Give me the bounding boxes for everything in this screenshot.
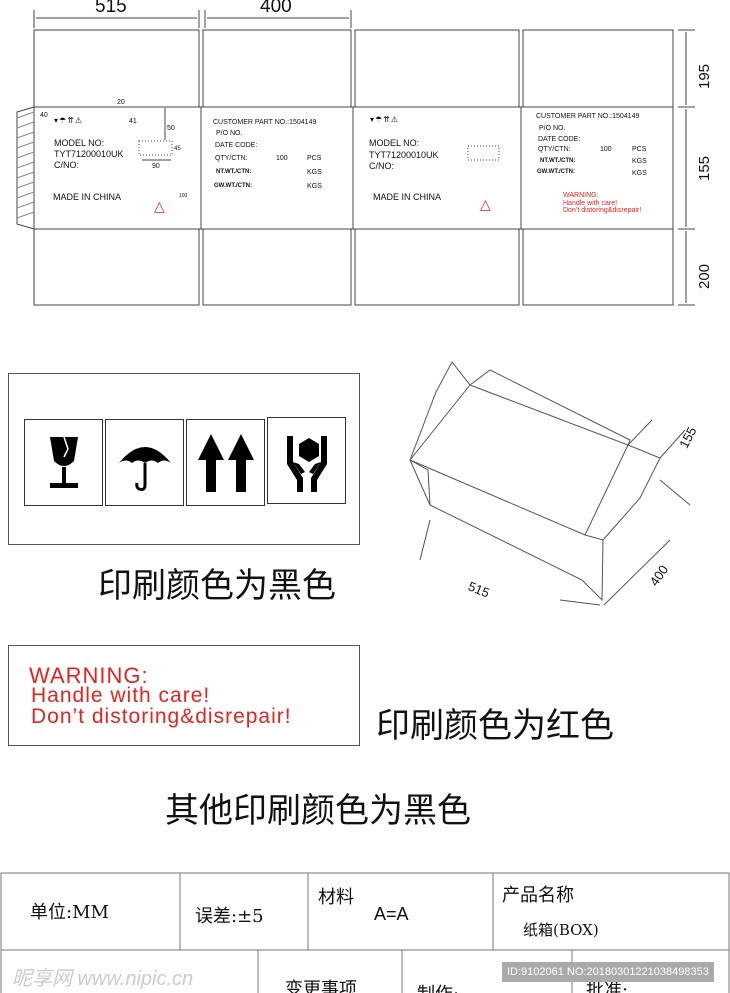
customer-part: CUSTOMER PART NO.:1504149 (213, 119, 317, 126)
dim-50: 50 (167, 125, 175, 132)
gw-unit-2: KGS (632, 170, 647, 177)
recycle-cb-icon-2: △ (480, 196, 491, 212)
warning-small-title: WARNING: (563, 192, 599, 199)
recycle-cb-icon: △ (154, 198, 165, 214)
date-code-2: DATE CODE: (538, 136, 581, 143)
warning-small-line2: Don’t distoring&disrepair! (563, 207, 642, 214)
gw-label: GW.WT./CTN: (214, 183, 252, 189)
mini-icons: ▾☂⇈⚠ (54, 116, 84, 125)
warning-title: WARNING: (29, 663, 149, 688)
qty-label: QTY/CTN: (215, 155, 248, 162)
dim-90: 90 (152, 163, 160, 170)
dim-400: 400 (260, 0, 292, 17)
this-way-up-arrows-icon (186, 419, 265, 506)
handle-with-care-icon (267, 417, 346, 504)
dim-515: 515 (95, 0, 127, 17)
qty-value-2: 100 (600, 146, 612, 153)
origin-2: MADE IN CHINA (373, 192, 442, 202)
black-print-note: 印刷颜色为黑色 (98, 566, 336, 606)
gw-unit: KGS (307, 183, 322, 190)
customer-part-2: CUSTOMER PART NO.:1504149 (536, 113, 640, 120)
nt-unit: KGS (307, 169, 322, 176)
watermark-id: ID:9102061 NO:20180301221038498353 (502, 962, 714, 982)
po-label-2: P/O NO. (539, 125, 566, 132)
qty-value: 100 (276, 155, 288, 162)
qty-unit-2: PCS (632, 146, 647, 153)
product-value: 纸箱(BOX) (523, 921, 599, 939)
qty-unit: PCS (307, 155, 322, 162)
dim-20: 20 (117, 99, 125, 106)
po-label: P/O NO. (216, 130, 243, 137)
approved-cell: 批准: (586, 980, 629, 993)
nt-unit-2: KGS (632, 158, 647, 165)
material-label: 材料 (318, 887, 354, 908)
model-label: MODEL NO: (54, 138, 105, 148)
tolerance-cell: 误差:±5 (195, 906, 264, 927)
cno-label: C/NO: (54, 160, 80, 170)
dim-155: 155 (696, 155, 714, 182)
product-label: 产品名称 (502, 885, 574, 906)
model-value-2: TYT71200010UK (369, 150, 439, 160)
dim-45: 45 (174, 146, 181, 152)
mini-icons-2: ▾☂⇈⚠ (370, 115, 400, 124)
qty-label-2: QTY/CTN: (538, 146, 571, 153)
unit-cell: 单位:MM (30, 902, 109, 923)
origin: MADE IN CHINA (53, 192, 122, 202)
made-by-cell: 制作: (417, 980, 459, 993)
date-code: DATE CODE: (215, 142, 258, 149)
gw-label-2: GW.WT./CTN: (537, 169, 575, 175)
warning-panel (8, 645, 360, 746)
model-label-2: MODEL NO: (369, 138, 420, 148)
warning-small-line1: Handle with care! (563, 200, 618, 207)
model-value: TYT71200010UK (54, 149, 124, 159)
changes-cell: 变更事项 (285, 979, 357, 993)
warning-line1: Handle with care! (31, 684, 211, 707)
dim-200: 200 (696, 263, 714, 290)
warning-line2: Don’t distoring&disrepair! (31, 705, 292, 728)
fragile-glass-icon (24, 419, 103, 506)
dim-195: 195 (696, 63, 714, 90)
dim-41: 41 (129, 118, 137, 125)
icons-panel (8, 373, 360, 545)
dim-40: 40 (40, 112, 48, 119)
keep-dry-umbrella-icon (105, 419, 184, 506)
nt-label-2: NT.WT./CTN: (540, 158, 576, 164)
watermark-site: 昵享网 www.nipic.cn (12, 968, 194, 990)
nt-label: NT.WT./CTN: (216, 169, 252, 175)
material-value: A=A (374, 904, 409, 924)
other-print-note: 其他印刷颜色为黑色 (165, 791, 471, 831)
red-print-note: 印刷颜色为红色 (376, 706, 614, 746)
dim-100: 100 (179, 193, 188, 199)
cno-label-2: C/NO: (369, 161, 395, 171)
